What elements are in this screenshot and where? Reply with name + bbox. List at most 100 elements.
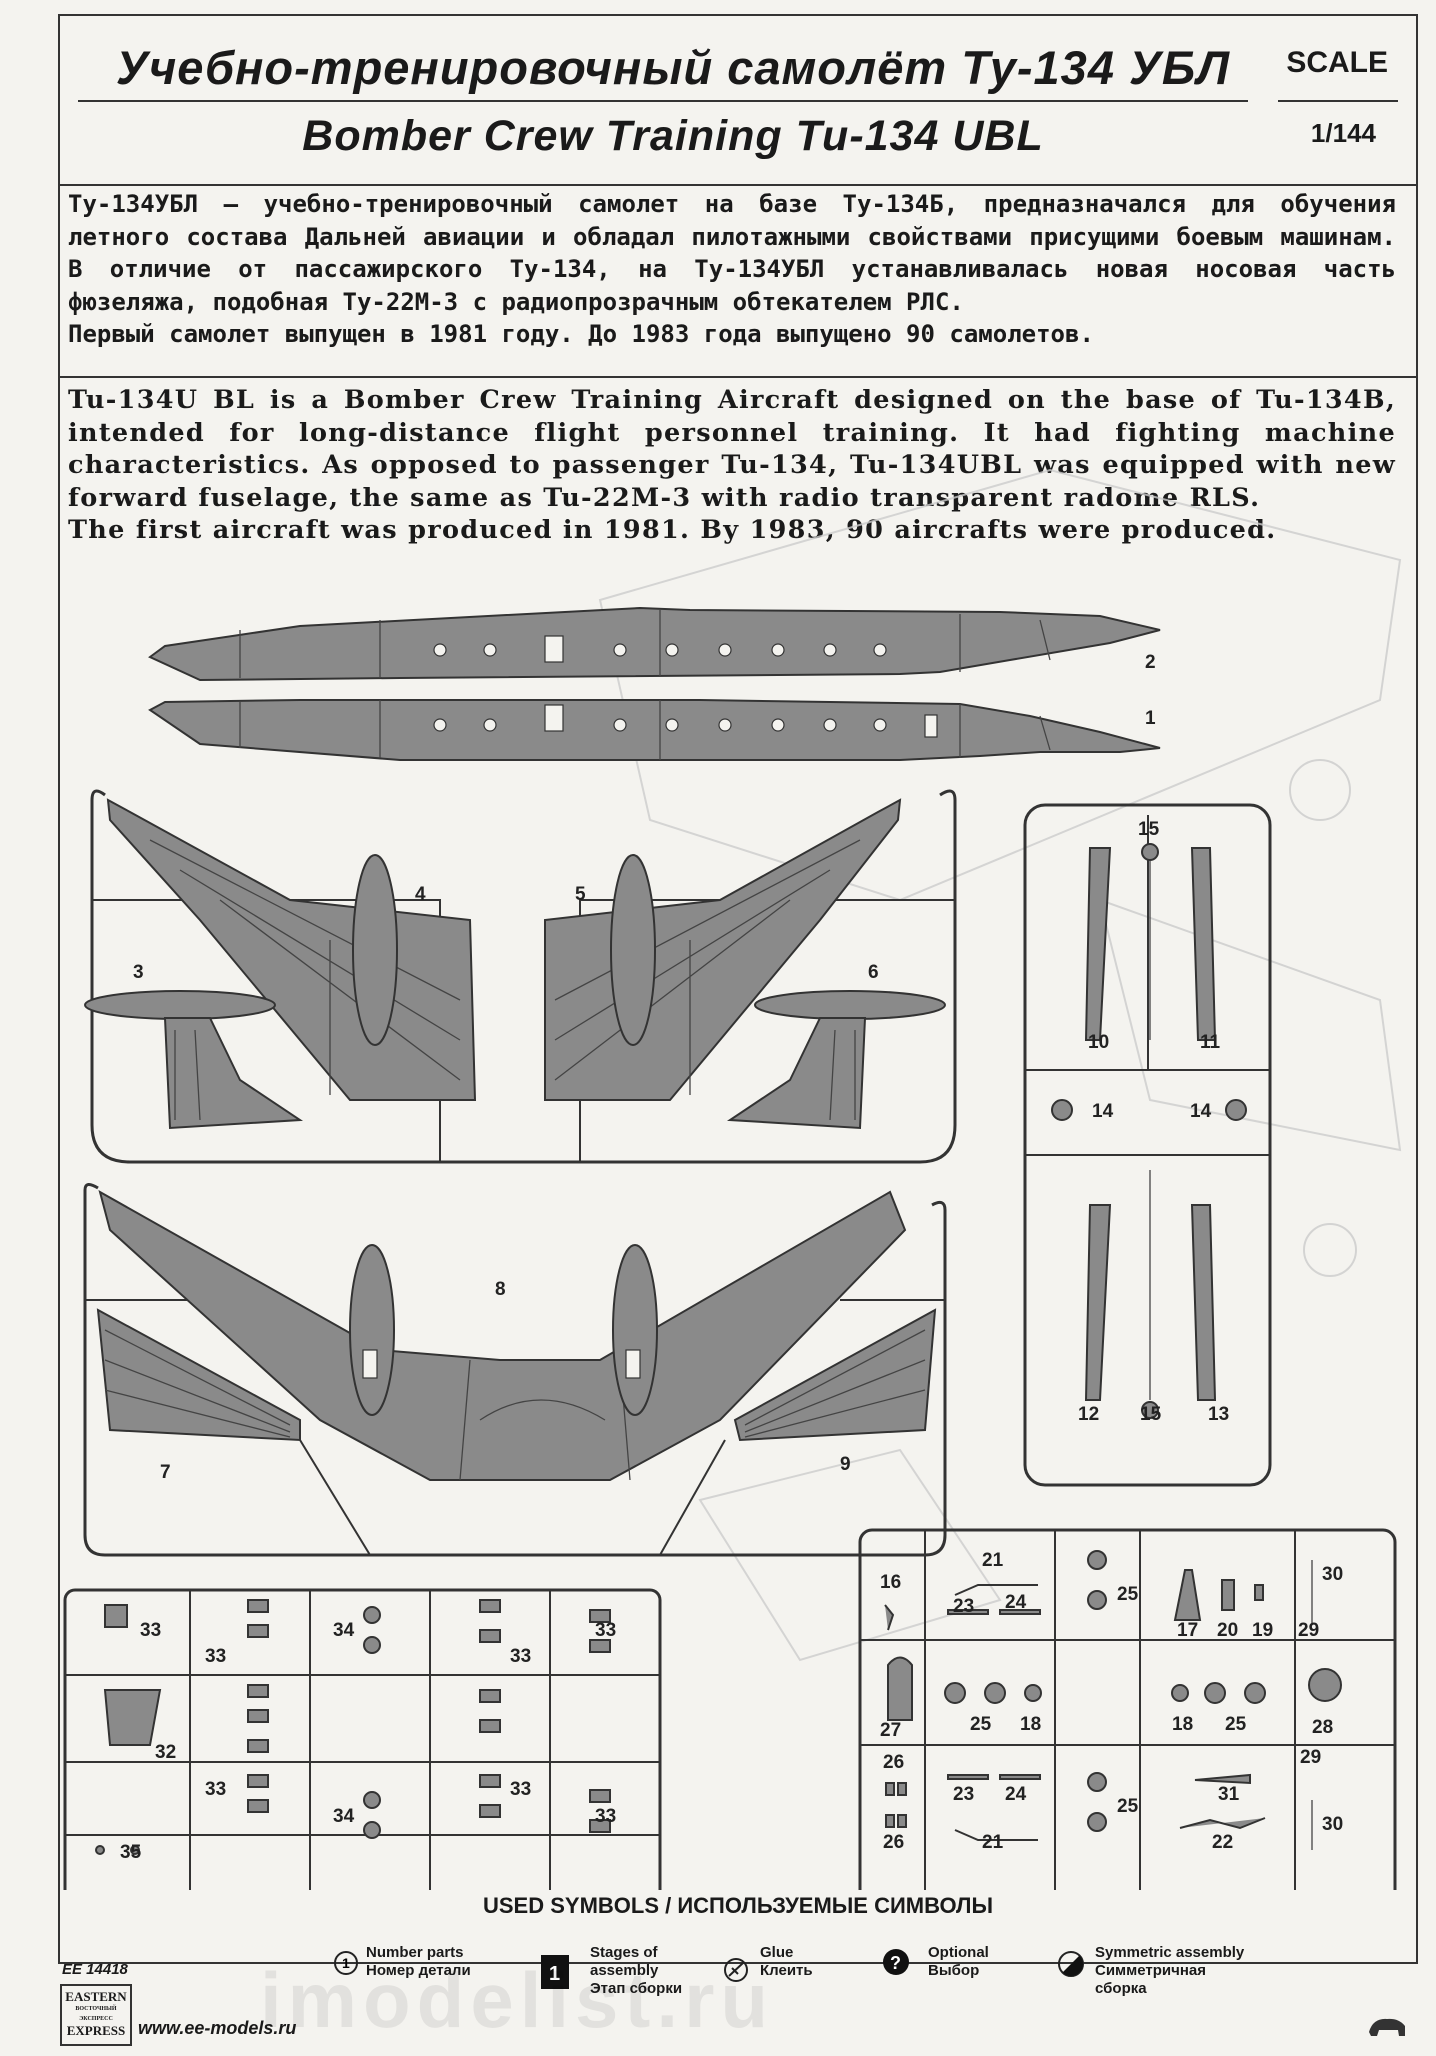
number-parts-ru: Номер детали [366, 1962, 471, 1979]
part-label: 3 [133, 962, 144, 983]
part-label: 4 [415, 884, 426, 905]
sprue-frame-landing-gear [1023, 803, 1272, 1487]
svg-text:?: ? [890, 1953, 901, 1973]
stages-ru: Этап сборки [590, 1980, 683, 1997]
scale-label: SCALE [1286, 46, 1388, 79]
part-label: 2 [1145, 652, 1156, 673]
part-label: 33 [140, 1620, 161, 1641]
title-english: Bomber Crew Training Tu-134 UBL [302, 112, 1044, 160]
symmetric-assembly-icon [1058, 1951, 1084, 1977]
part-label: 15 [1140, 1404, 1162, 1425]
part-label: 10 [1088, 1032, 1109, 1053]
part-label: 16 [880, 1572, 901, 1593]
part-label: 17 [1177, 1620, 1198, 1641]
watermark: imodelist.ru [260, 1956, 775, 2044]
part-label: 19 [1252, 1620, 1273, 1641]
part-label: 33 [595, 1620, 616, 1641]
part-label: 8 [495, 1279, 506, 1300]
header: Учебно-тренировочный самолёт Ту-134 УБЛ … [58, 14, 1418, 186]
optional-en: Optional [928, 1944, 989, 1961]
logo-bottom: EXPRESS [66, 2023, 126, 2038]
part-label: 9 [840, 1454, 851, 1475]
optional-icon: ? [883, 1949, 909, 1975]
part-label: 14 [1190, 1101, 1212, 1122]
description-english: Tu-134U BL is a Bomber Crew Training Air… [58, 384, 1418, 576]
part-label: 23 [953, 1784, 974, 1805]
part-label: 28 [1312, 1717, 1333, 1738]
wing-part-8 [98, 1189, 907, 1481]
part-label: 31 [1218, 1784, 1240, 1805]
part-label: 24 [1005, 1592, 1027, 1613]
part-label: 26 [883, 1752, 904, 1773]
part-label: 26 [883, 1832, 904, 1853]
title-russian: Учебно-тренировочный самолёт Ту-134 УБЛ [116, 41, 1230, 94]
description-en-paragraph: Tu-134U BL is a Bomber Crew Training Air… [68, 385, 1396, 513]
background-ghost-drawing [598, 468, 1402, 1662]
scale-divider [1278, 100, 1398, 102]
part-label: 33 [205, 1779, 226, 1800]
website-link[interactable]: www.ee-models.ru [138, 2018, 297, 2038]
description-ru-paragraph: Первый самолет выпущен в 1981 году. До 1… [68, 320, 1094, 348]
wing-part-4 [106, 798, 477, 1101]
sprue-frame-center-wing [83, 1183, 947, 1557]
landing-gear-parts [1051, 843, 1247, 1419]
part-label: 13 [1208, 1404, 1229, 1425]
sprue-frame-small-parts [858, 1528, 1397, 1890]
part-labels: 2 1 4 5 3 6 8 7 9 10 11 12 13 14 14 15 1… [120, 652, 1343, 1863]
flap-part-9 [733, 1308, 937, 1442]
description-ru-paragraph: Ту-134УБЛ – учебно-тренировочный самолет… [68, 190, 1396, 316]
part-label: 1 [1145, 708, 1156, 729]
svg-text:1: 1 [549, 1963, 560, 1985]
number-parts-label: Number parts Номер детали [366, 1944, 486, 1980]
symmetric-ru: Симметричная сборка [1095, 1962, 1206, 1997]
wing-part-5 [544, 798, 902, 1101]
sprue-frame-parts-33-35 [63, 1588, 662, 1890]
small-parts [884, 1550, 1342, 1850]
part-label: 25 [1225, 1714, 1247, 1735]
logo-mid: ВОСТОЧНЫЙ ЭКСПРЕСС [75, 2006, 117, 2022]
glue-label: Glue Клеить [760, 1944, 850, 1980]
part-label: 15 [1138, 819, 1160, 840]
glue-en: Glue [760, 1944, 794, 1961]
part-label: 5 [575, 884, 586, 905]
logo-top: EASTERN [65, 1989, 127, 2004]
glue-ru: Клеить [760, 1962, 813, 1979]
part-label: 33 [510, 1779, 531, 1800]
part-label: 30 [1322, 1564, 1343, 1585]
fin-part-3 [84, 990, 304, 1130]
symmetric-label: Symmetric assembly Симметричная сборка [1095, 1944, 1255, 1998]
part-label: 32 [155, 1742, 176, 1763]
part-label: 33 [205, 1646, 226, 1667]
part-label: 34 [333, 1806, 355, 1827]
part-label: 21 [982, 1832, 1004, 1853]
svg-text:1: 1 [342, 1955, 350, 1971]
eastern-express-logo: EASTERN ВОСТОЧНЫЙ ЭКСПРЕСС EXPRESS [60, 1984, 132, 2046]
page-frame [58, 14, 1418, 1964]
part-label: 23 [953, 1596, 974, 1617]
symmetric-en: Symmetric assembly [1095, 1944, 1245, 1961]
part-label: 21 [982, 1550, 1004, 1571]
part-label: 29 [1298, 1620, 1319, 1641]
part-label: 34 [333, 1620, 355, 1641]
part-label: 11 [1200, 1032, 1221, 1053]
part-label: 27 [880, 1720, 901, 1741]
used-symbols-title: USED SYMBOLS / ИСПОЛЬЗУЕМЫЕ СИМВОЛЫ [483, 1893, 993, 1918]
part-label: 22 [1212, 1832, 1233, 1853]
description-russian: Ту-134УБЛ – учебно-тренировочный самолет… [58, 188, 1418, 378]
scale-value: 1/144 [1310, 118, 1376, 148]
part-label: 6 [868, 962, 879, 983]
part-label: 25 [1117, 1796, 1139, 1817]
title-divider [78, 100, 1248, 102]
description-en-paragraph: The first aircraft was produced in 1981.… [68, 515, 1277, 545]
stage-icon: 1 [541, 1955, 569, 1989]
part-label: 20 [1217, 1620, 1238, 1641]
part-label: 30 [1322, 1814, 1343, 1835]
number-parts-en: Number parts [366, 1944, 464, 1961]
stages-label: Stages of assembly Этап сборки [590, 1944, 685, 1998]
stages-en: Stages of assembly [590, 1944, 659, 1979]
part-label: 25 [1117, 1584, 1139, 1605]
glue-icon [724, 1958, 748, 1982]
fin-part-6 [726, 990, 946, 1130]
fuselage-part-1 [148, 699, 1161, 761]
fuselage-part-2 [148, 606, 1161, 682]
